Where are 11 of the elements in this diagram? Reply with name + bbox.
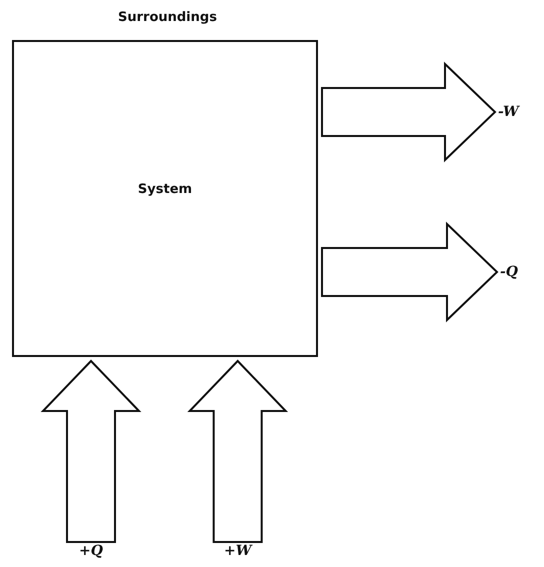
region-label: Surroundings xyxy=(118,10,217,25)
quantity-label: -W xyxy=(498,104,519,120)
quantity-label: +W xyxy=(224,543,252,559)
block-arrow xyxy=(40,360,142,543)
system-box xyxy=(12,40,318,357)
block-arrow xyxy=(321,62,496,162)
quantity-label: -Q xyxy=(500,264,518,280)
block-arrow xyxy=(321,222,498,322)
quantity-label: +Q xyxy=(79,543,103,559)
box-title: System xyxy=(138,182,192,197)
block-arrow xyxy=(187,360,288,543)
